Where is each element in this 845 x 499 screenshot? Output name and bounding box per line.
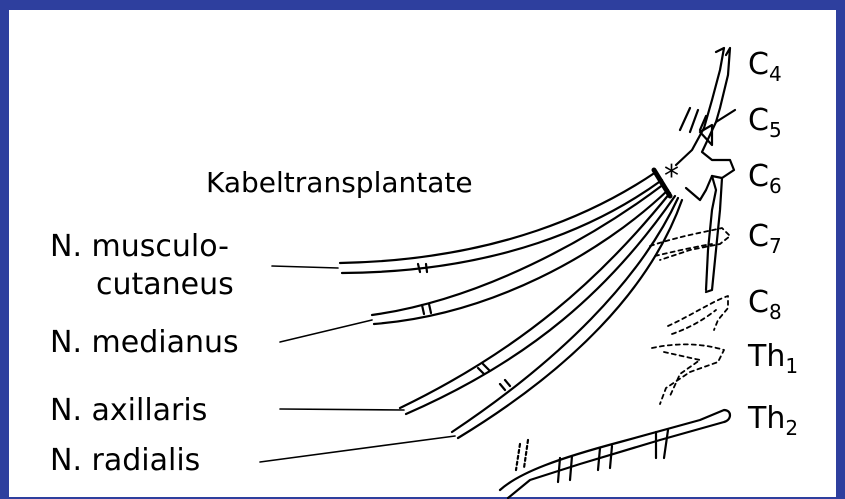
- root-th2-branch: [500, 410, 730, 498]
- root-label-c4: C4: [748, 47, 782, 86]
- root-label-c7: C7: [748, 219, 782, 258]
- root-label-c5: C5: [748, 103, 782, 142]
- graft-label: Kabeltransplantate: [206, 166, 473, 199]
- label-axillaris: N. axillaris: [50, 393, 207, 428]
- root-label-c8: C8: [748, 285, 782, 324]
- label-radialis: N. radialis: [50, 443, 200, 478]
- root-label-th2: Th2: [747, 401, 798, 440]
- root-label-c6: C6: [748, 159, 782, 198]
- label-musculo-line1: N. musculo-: [50, 229, 229, 264]
- nerve-trunk-c4-c6: [676, 48, 735, 292]
- label-leaders: [260, 266, 455, 462]
- root-label-th1: Th1: [747, 339, 798, 378]
- label-medianus: N. medianus: [50, 325, 239, 360]
- graft-asterisk: *: [664, 159, 679, 194]
- cable-graft-bundle: [340, 172, 682, 438]
- label-musculo-line2: cutaneus: [96, 267, 234, 302]
- injured-roots: [650, 228, 730, 404]
